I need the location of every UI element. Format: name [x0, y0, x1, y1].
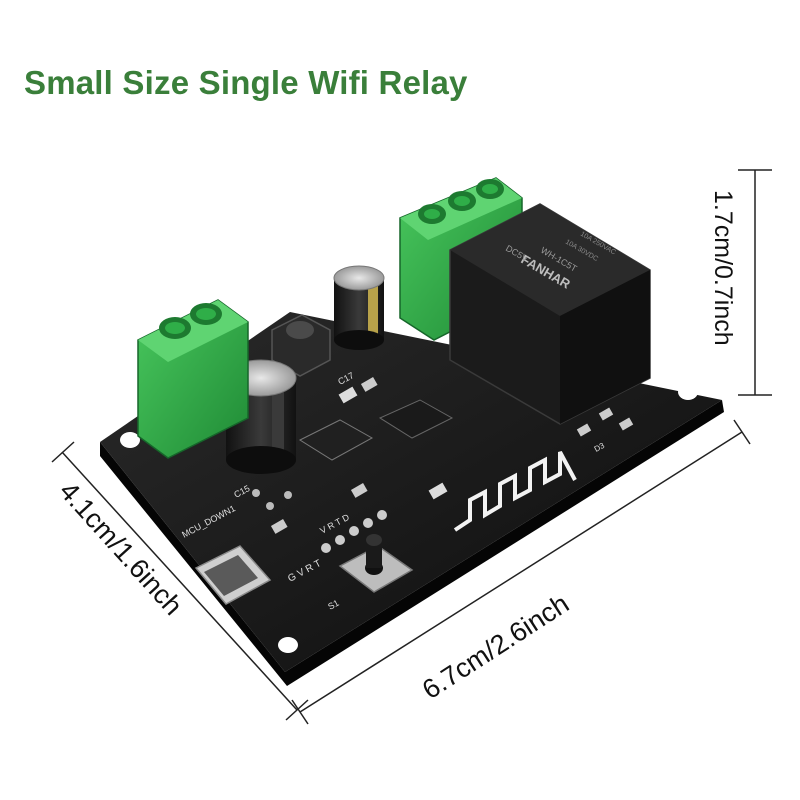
pcb-components	[252, 377, 634, 553]
label-s1: S1	[326, 598, 340, 612]
terminal-block-left	[137, 299, 249, 459]
relay-module: FANHAR WH-1C5T DC5V 10A 250VAC 10A 30VDC	[449, 203, 651, 425]
micro-usb-port	[194, 545, 272, 605]
inductor	[271, 314, 331, 377]
small-capacitor	[333, 265, 385, 350]
tactile-button	[338, 534, 414, 593]
relay-board: FANHAR WH-1C5T DC5V 10A 250VAC 10A 30VDC…	[100, 177, 724, 686]
height-label: 1.7cm/0.7inch	[709, 190, 737, 346]
label-d3: D3	[593, 441, 607, 454]
length-label: 6.7cm/2.6inch	[417, 588, 574, 705]
wifi-antenna	[453, 451, 577, 532]
product-title: Small Size Single Wifi Relay	[24, 64, 468, 101]
height-dimension: 1.7cm/0.7inch	[709, 169, 772, 396]
